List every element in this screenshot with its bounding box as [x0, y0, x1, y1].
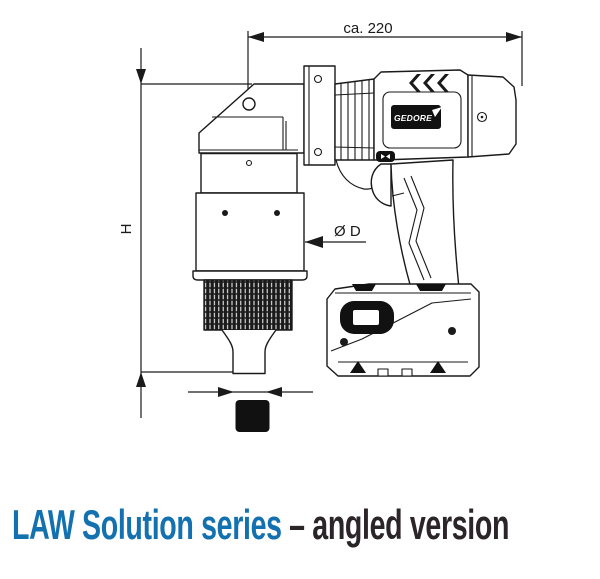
dim-arrow-left-icon	[266, 387, 282, 397]
height-dimension-label: H	[118, 224, 135, 235]
brand-badge	[391, 105, 441, 129]
figure-title: LAW Solution series– angled version	[12, 502, 509, 548]
technical-drawing: ca. 220 H	[118, 20, 523, 432]
diameter-dimension-label: Ø D	[334, 223, 361, 240]
output-cylinder	[195, 192, 305, 272]
dim-arrow-right-icon	[506, 32, 522, 42]
dimension-square-width	[188, 387, 313, 397]
badge-flag-icon	[432, 107, 442, 117]
dim-arrow-up-icon	[136, 372, 146, 387]
drive-shaft	[221, 329, 277, 375]
grip	[390, 159, 460, 289]
head-hole	[242, 97, 256, 111]
mounting-plate	[303, 65, 336, 166]
angle-head-assembly	[192, 83, 308, 375]
square-drive	[235, 400, 270, 432]
splined-ring	[203, 279, 293, 331]
dim-arrow-right-icon	[218, 387, 234, 397]
length-dimension-label: ca. 220	[343, 20, 392, 37]
drill-body: GEDORE	[334, 69, 517, 289]
dimension-length: ca. 220	[247, 20, 523, 98]
brand-badge-label: GEDORE	[394, 113, 432, 123]
vent-chevrons-icon	[409, 74, 449, 92]
dim-arrow-left-icon	[305, 236, 323, 248]
dim-arrow-left-icon	[248, 32, 264, 42]
dimension-diameter: Ø D	[305, 223, 366, 248]
figure-title-variant: – angled version	[289, 501, 510, 548]
trigger	[370, 163, 392, 207]
battery-pack	[326, 283, 480, 377]
dim-arrow-down-icon	[136, 69, 146, 84]
figure-title-series: LAW Solution series	[12, 501, 282, 548]
direction-switch	[376, 151, 395, 162]
dimension-height: H	[118, 48, 252, 418]
